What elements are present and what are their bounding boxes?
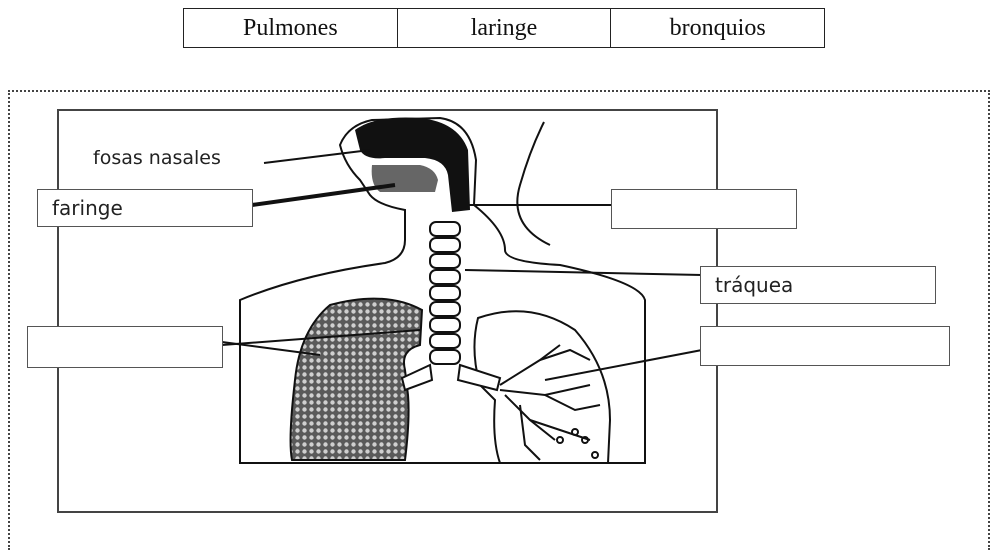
trachea	[430, 222, 460, 364]
label-box-bronquios-blank[interactable]	[700, 326, 950, 366]
label-box-faringe: faringe	[37, 189, 253, 227]
label-box-traquea: tráquea	[700, 266, 936, 304]
label-box-laringe-blank[interactable]	[611, 189, 797, 229]
label-box-pulmones-blank[interactable]	[27, 326, 223, 368]
label-fosas-nasales: fosas nasales	[93, 147, 221, 169]
